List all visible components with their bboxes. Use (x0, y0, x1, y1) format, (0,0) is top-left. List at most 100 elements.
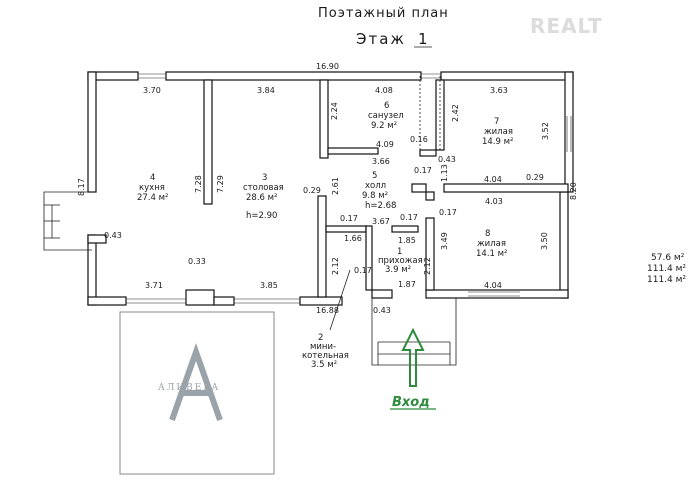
wall-top-3 (440, 71, 574, 81)
svg-text:котельная: котельная (302, 351, 349, 361)
svg-text:прихожая: прихожая (378, 256, 423, 266)
svg-text:4.04: 4.04 (484, 281, 502, 290)
room-3-dining: 3 столовая 28.6 м² h=2.90 (243, 173, 284, 221)
svg-text:1: 1 (397, 247, 402, 257)
wall-room7-bottom (443, 183, 569, 193)
svg-text:0.17: 0.17 (340, 214, 358, 223)
svg-text:3.85: 3.85 (260, 281, 278, 290)
dimension-labels: 16.90 3.70 3.84 4.08 3.63 2.24 2.42 3.52… (77, 62, 578, 315)
svg-text:h=2.90: h=2.90 (246, 211, 277, 221)
svg-text:3.52: 3.52 (541, 122, 550, 140)
svg-text:4.09: 4.09 (376, 140, 394, 149)
logo-text: АЛИВЕРА (158, 383, 220, 393)
svg-text:111.4 м²: 111.4 м² (647, 264, 686, 274)
svg-text:4: 4 (150, 173, 155, 183)
svg-text:2.12: 2.12 (423, 257, 432, 275)
svg-text:жилая: жилая (484, 127, 513, 137)
area-totals: 57.6 м² 111.4 м² 111.4 м² (647, 253, 686, 285)
room-4-kitchen: 4 кухня 27.4 м² (137, 173, 168, 203)
svg-text:3.9 м²: 3.9 м² (385, 265, 411, 275)
svg-text:1.13: 1.13 (440, 164, 449, 182)
svg-text:27.4 м²: 27.4 м² (137, 193, 168, 203)
svg-text:16.90: 16.90 (316, 62, 339, 71)
svg-text:9.2 м²: 9.2 м² (371, 121, 397, 131)
svg-text:2.42: 2.42 (451, 104, 460, 122)
svg-text:0.17: 0.17 (400, 213, 418, 222)
svg-text:0.33: 0.33 (188, 257, 206, 266)
svg-text:1.87: 1.87 (398, 280, 416, 289)
watermark-text: REALT (530, 14, 603, 38)
svg-text:8: 8 (485, 229, 490, 239)
wall-dining-bath (319, 79, 329, 159)
svg-text:кухня: кухня (139, 183, 165, 193)
entrance-porch (371, 298, 457, 366)
svg-text:0.43: 0.43 (104, 231, 122, 240)
svg-text:3.63: 3.63 (490, 86, 508, 95)
floor-number: 1 (418, 30, 430, 48)
svg-text:3.84: 3.84 (257, 86, 275, 95)
floor-label: Этаж (356, 30, 406, 48)
room-8-living: 8 жилая 14.1 м² (476, 229, 507, 259)
room-1-entry: 1 прихожая 3.9 м² (378, 247, 423, 275)
svg-text:0.29: 0.29 (526, 173, 544, 182)
wall-kitchen-dining (203, 79, 213, 205)
svg-text:6: 6 (384, 101, 389, 111)
svg-text:санузел: санузел (368, 111, 404, 121)
svg-text:8.17: 8.17 (77, 178, 86, 196)
svg-text:холл: холл (365, 181, 386, 191)
wall-entry-room8 (425, 217, 435, 291)
wall-top-2 (165, 71, 422, 81)
svg-text:0.43: 0.43 (373, 306, 391, 315)
logo-mark-icon (169, 342, 223, 421)
svg-text:3.66: 3.66 (372, 157, 390, 166)
svg-text:0.17: 0.17 (354, 266, 372, 275)
svg-text:3.5 м²: 3.5 м² (311, 360, 337, 370)
svg-text:мини-: мини- (310, 342, 336, 352)
wall-boiler-entry (365, 225, 373, 291)
logo-frame (119, 311, 275, 475)
svg-text:3.49: 3.49 (440, 232, 449, 250)
svg-text:2.61: 2.61 (331, 177, 340, 195)
svg-text:0.43: 0.43 (438, 155, 456, 164)
wall-bath-room7 (435, 79, 445, 151)
svg-text:столовая: столовая (243, 183, 284, 193)
room-7-living: 7 жилая 14.9 м² (482, 117, 513, 147)
svg-text:h=2.68: h=2.68 (365, 201, 396, 211)
svg-text:3.67: 3.67 (372, 217, 390, 226)
svg-text:5: 5 (372, 171, 377, 181)
wall-dining-boiler (317, 195, 327, 298)
svg-text:3: 3 (262, 173, 267, 183)
wall-bath-bottom (327, 147, 379, 155)
svg-text:1.85: 1.85 (398, 236, 416, 245)
entrance-label: Вход (392, 395, 430, 410)
svg-text:1.66: 1.66 (344, 234, 362, 243)
svg-text:9.8 м²: 9.8 м² (362, 191, 388, 201)
svg-text:0.17: 0.17 (439, 208, 457, 217)
svg-text:7.29: 7.29 (216, 175, 225, 193)
svg-text:57.6 м²: 57.6 м² (651, 253, 685, 263)
svg-text:0.29: 0.29 (303, 186, 321, 195)
wall-hall-boiler (325, 225, 367, 233)
svg-text:2: 2 (318, 333, 323, 343)
svg-text:0.16: 0.16 (410, 135, 428, 144)
svg-text:2.12: 2.12 (331, 257, 340, 275)
svg-text:0.17: 0.17 (414, 166, 432, 175)
svg-text:7: 7 (494, 117, 499, 127)
svg-text:8.20: 8.20 (569, 182, 578, 200)
svg-text:7.28: 7.28 (194, 175, 203, 193)
room-6-bathroom: 6 санузел 9.2 м² (368, 101, 404, 131)
wall-left-upper (87, 71, 97, 193)
wall-right-upper (564, 71, 574, 193)
svg-text:жилая: жилая (477, 239, 506, 249)
wall-bottom-2 (299, 296, 343, 306)
svg-text:4.04: 4.04 (484, 175, 502, 184)
svg-text:3.70: 3.70 (143, 86, 161, 95)
wall-right-lower (559, 191, 569, 299)
wall-bottom-stub (185, 289, 215, 306)
svg-text:14.9 м²: 14.9 м² (482, 137, 513, 147)
svg-text:3.71: 3.71 (145, 281, 163, 290)
room-5-hall: 5 холл 9.8 м² h=2.68 (362, 171, 396, 211)
plan-title: Поэтажный план (318, 6, 449, 21)
entrance-arrow-icon (401, 327, 425, 387)
room-2-boiler: 2 мини- котельная 3.5 м² (302, 269, 351, 370)
